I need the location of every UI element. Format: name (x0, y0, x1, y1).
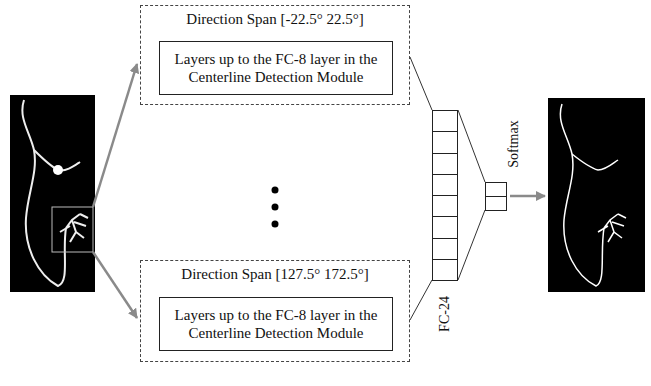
crop-box (52, 207, 93, 252)
direction-group: Direction Span [127.5° 172.5°] Layers up … (140, 260, 410, 362)
module-label: Layers up to the FC-8 layer in the Cente… (160, 302, 392, 346)
group-heading: Direction Span [127.5° 172.5°] (141, 266, 409, 283)
fc-connector (410, 57, 432, 110)
layer-column: Softmax (485, 182, 507, 210)
layer-column: FC-24 (432, 110, 458, 280)
ellipsis-dot (272, 204, 279, 211)
neuron-cell (432, 216, 458, 238)
neuron-cell (432, 153, 458, 175)
cell-body (53, 165, 63, 175)
neuron-cell (432, 131, 458, 153)
centerline-trace (560, 104, 626, 286)
fan-line (458, 210, 485, 280)
input-image (10, 95, 95, 292)
layer-label: Softmax (506, 120, 522, 167)
output-image (548, 98, 645, 292)
neuron-cell (432, 174, 458, 196)
fc-connector (410, 280, 432, 320)
layer-label: FC-24 (437, 296, 453, 332)
neuron-cell (432, 110, 458, 132)
direction-group: Direction Span [-22.5° 22.5°] Layers up t… (140, 5, 410, 105)
group-heading: Direction Span [-22.5° 22.5°] (141, 11, 409, 28)
module-box: Layers up to the FC-8 layer in the Cente… (159, 297, 393, 351)
neuron-cell (432, 238, 458, 260)
split-arrow (93, 64, 137, 207)
ellipsis-dot (272, 221, 279, 228)
output-arrow (510, 195, 545, 198)
module-box: Layers up to the FC-8 layer in the Cente… (159, 41, 393, 95)
neuron-cell (485, 196, 507, 211)
neuron-cell (485, 182, 507, 197)
split-arrow (93, 252, 137, 318)
fc-connector (458, 110, 485, 182)
module-label: Layers up to the FC-8 layer in the Cente… (160, 46, 392, 90)
ellipsis-dot (272, 187, 279, 194)
neuron-cell (432, 195, 458, 217)
neuron-cell (432, 259, 458, 281)
neuron-trace (22, 100, 88, 286)
